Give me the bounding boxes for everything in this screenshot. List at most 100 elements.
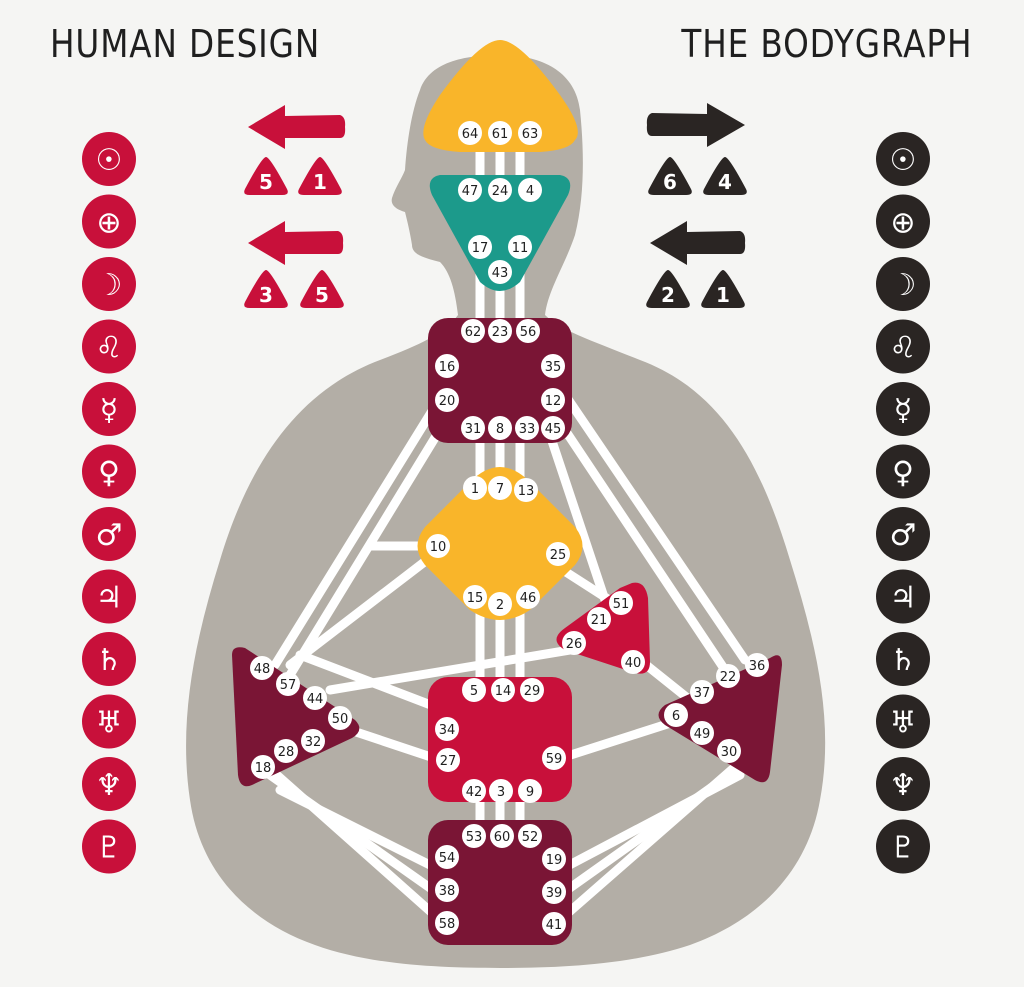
gate-number: 35 [545, 360, 562, 375]
planet-circle [82, 819, 136, 874]
gate-26: 26 [562, 631, 586, 655]
gate-circle [488, 476, 512, 500]
gate-2: 2 [488, 592, 512, 616]
gate-circle [251, 755, 275, 779]
gate-circle [520, 678, 544, 702]
triangle-shape [244, 157, 288, 195]
gate-circle [745, 653, 769, 677]
planet-glyph: ♆ [96, 768, 123, 803]
gate-number: 10 [430, 540, 447, 555]
personality-arrow-lower [650, 221, 746, 265]
gate-number: 36 [749, 659, 766, 674]
gate-number: 22 [720, 670, 737, 685]
planet-glyph: ⊕ [96, 206, 121, 241]
planet-glyph: ♂ [890, 518, 917, 553]
gate-circle [508, 235, 532, 259]
design-mercury-icon: ☿ [82, 382, 136, 436]
gate-5: 5 [462, 678, 486, 702]
planet-circle [82, 632, 136, 686]
gate-number: 32 [305, 735, 322, 750]
gate-47: 47 [458, 178, 482, 202]
gate-38: 38 [435, 878, 459, 902]
personality-saturn-icon: ♄ [876, 632, 930, 686]
gate-number: 63 [522, 127, 539, 142]
gate-30: 30 [717, 739, 741, 763]
gate-number: 47 [462, 184, 479, 199]
gate-14: 14 [491, 678, 515, 702]
line-number: 5 [259, 170, 273, 194]
line-number: 4 [718, 170, 732, 194]
gate-number: 6 [672, 709, 680, 724]
gate-circle [461, 319, 485, 343]
line-number: 6 [663, 170, 677, 194]
personality-upper-triangle-2: 4 [703, 157, 747, 195]
design-arrow-lower [248, 221, 344, 265]
gate-number: 46 [520, 591, 537, 606]
gate-number: 33 [519, 422, 536, 437]
personality-neptune-icon: ♆ [876, 757, 930, 811]
gate-circle [542, 880, 566, 904]
gate-circle [436, 748, 460, 772]
personality-mars-icon: ♂ [876, 507, 930, 561]
triangle-shape [648, 157, 692, 195]
gate-circle [301, 729, 325, 753]
channel-20-57 [285, 400, 460, 680]
triangle-shape [701, 270, 745, 308]
gate-number: 28 [278, 745, 295, 760]
design-moon-icon: ☽ [82, 257, 136, 311]
gate-circle [461, 416, 485, 440]
gate-number: 3 [497, 785, 505, 800]
gate-circle [468, 235, 492, 259]
planet-circle [876, 382, 930, 436]
gate-circle [462, 678, 486, 702]
planet-glyph: ♇ [890, 831, 917, 866]
ajna-center [429, 175, 571, 291]
planet-glyph: ♅ [96, 706, 123, 741]
gate-42: 42 [462, 779, 486, 803]
gate-number: 19 [546, 853, 563, 868]
gate-15: 15 [463, 585, 487, 609]
planet-circle [876, 694, 930, 749]
gate-52: 52 [518, 824, 542, 848]
gate-number: 52 [522, 830, 539, 845]
gate-circle [435, 354, 459, 378]
gate-number: 5 [470, 684, 478, 699]
gate-circle [328, 706, 352, 730]
gate-circle [488, 592, 512, 616]
gate-circle [488, 121, 512, 145]
gate-circle [435, 911, 459, 935]
human-design-title: HUMAN DESIGN [50, 22, 321, 66]
triangle-shape [300, 270, 344, 308]
personality-moon-icon: ☽ [876, 257, 930, 311]
planet-glyph: ♃ [890, 581, 917, 616]
gate-7: 7 [488, 476, 512, 500]
planet-circle [82, 194, 136, 249]
planet-circle [82, 382, 136, 436]
gate-circle [426, 534, 450, 558]
gate-20: 20 [435, 388, 459, 412]
personality-arrow-upper [646, 103, 745, 147]
personality-mercury-icon: ☿ [876, 382, 930, 436]
gate-number: 50 [332, 712, 349, 727]
gate-number: 64 [462, 127, 479, 142]
gate-number: 14 [495, 684, 512, 699]
planet-circle [876, 257, 930, 311]
design-lower-triangle-1: 3 [244, 270, 288, 308]
gate-48: 48 [250, 656, 274, 680]
planet-circle [876, 819, 930, 874]
planet-glyph: ♀ [892, 456, 914, 491]
design-saturn-icon: ♄ [82, 632, 136, 686]
planet-circle [876, 132, 930, 186]
planet-glyph: ♀ [98, 456, 120, 491]
gate-41: 41 [542, 912, 566, 936]
gate-number: 21 [591, 613, 608, 628]
channel-45-21 [540, 415, 610, 605]
personality-uranus-icon: ♅ [876, 694, 930, 749]
gate-number: 54 [439, 851, 456, 866]
triangle-shape [703, 157, 747, 195]
gate-circle [276, 672, 300, 696]
